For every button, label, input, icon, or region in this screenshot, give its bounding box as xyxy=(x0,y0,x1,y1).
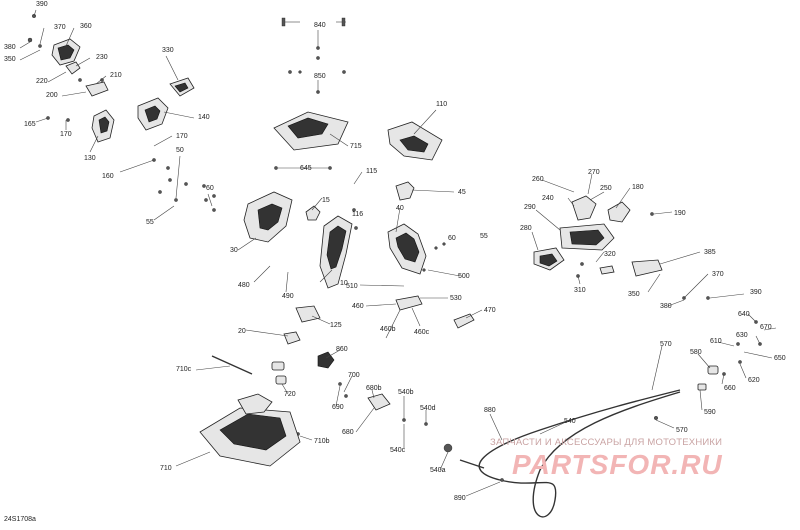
callout-880: 880 xyxy=(484,407,496,414)
callout-250: 250 xyxy=(600,185,612,192)
callout-360: 360 xyxy=(80,23,92,30)
part-drawings xyxy=(27,13,762,518)
callout-890: 890 xyxy=(454,495,466,502)
callout-390: 390 xyxy=(36,1,48,8)
callout-130: 130 xyxy=(84,155,96,162)
callout-140: 140 xyxy=(198,114,210,121)
callout-370: 370 xyxy=(712,271,724,278)
callout-240: 240 xyxy=(542,195,554,202)
callout-385: 385 xyxy=(704,249,716,256)
callout-540a: 540a xyxy=(430,467,446,474)
callout-230: 230 xyxy=(96,54,108,61)
callout-460: 460 xyxy=(352,303,364,310)
callout-350: 350 xyxy=(4,56,16,63)
callout-200: 200 xyxy=(46,92,58,99)
callout-640: 640 xyxy=(738,311,750,318)
callout-10: 10 xyxy=(340,280,348,287)
callout-60: 60 xyxy=(206,185,214,192)
callout-540c: 540c xyxy=(390,447,406,454)
callout-330: 330 xyxy=(162,47,174,54)
callout-45: 45 xyxy=(458,189,466,196)
callout-190: 190 xyxy=(674,210,686,217)
callout-700: 700 xyxy=(348,372,360,379)
callout-710: 710 xyxy=(160,465,172,472)
callout-645: 645 xyxy=(300,165,312,172)
callout-110: 110 xyxy=(436,101,447,108)
callout-500: 500 xyxy=(458,273,470,280)
watermark-logo: PARTSFOR.RU xyxy=(512,449,723,480)
callout-380: 380 xyxy=(660,303,672,310)
callout-50: 50 xyxy=(176,147,184,154)
callout-160: 160 xyxy=(102,173,114,180)
callout-590: 590 xyxy=(704,409,716,416)
callout-15: 15 xyxy=(322,197,330,204)
callout-310: 310 xyxy=(574,287,586,294)
callout-680b: 680b xyxy=(366,385,382,392)
callout-290: 290 xyxy=(524,204,536,211)
callout-170: 170 xyxy=(176,133,188,140)
callout-370: 370 xyxy=(54,24,66,31)
callout-570: 570 xyxy=(676,427,688,434)
callout-350: 350 xyxy=(628,291,640,298)
callout-690: 690 xyxy=(332,404,344,411)
callout-170: 170 xyxy=(60,131,72,138)
callout-55: 55 xyxy=(480,233,488,240)
callout-630: 630 xyxy=(736,332,748,339)
callout-380: 380 xyxy=(4,44,16,51)
callout-715: 715 xyxy=(350,143,362,150)
callout-480: 480 xyxy=(238,282,250,289)
callout-720: 720 xyxy=(284,391,296,398)
callout-540b: 540b xyxy=(398,389,414,396)
callout-40: 40 xyxy=(396,205,404,212)
callout-220: 220 xyxy=(36,78,48,85)
callout-460c: 460c xyxy=(414,329,430,336)
callout-116: 116 xyxy=(352,211,363,218)
callout-680: 680 xyxy=(342,429,354,436)
callout-710b: 710b xyxy=(314,438,330,445)
callout-470: 470 xyxy=(484,307,496,314)
callout-670: 670 xyxy=(760,324,772,331)
callout-710c: 710c xyxy=(176,366,192,373)
callout-30: 30 xyxy=(230,247,238,254)
callout-460b: 460b xyxy=(380,326,396,333)
callout-570: 570 xyxy=(660,341,672,348)
watermark-caption: ЗАПЧАСТИ И АКСЕССУАРЫ ДЛЯ МОТОТЕХНИКИ xyxy=(490,437,723,448)
callout-115: 115 xyxy=(366,168,377,175)
callout-660: 660 xyxy=(724,385,736,392)
callout-labels: 390 370 360 380 350 230 220 210 200 330 140 165 170 1… xyxy=(4,1,786,502)
callout-650: 650 xyxy=(774,355,786,362)
callout-490: 490 xyxy=(282,293,294,300)
callout-280: 280 xyxy=(520,225,532,232)
callout-165: 165 xyxy=(24,121,36,128)
callout-540: 540 xyxy=(564,418,576,425)
callout-60: 60 xyxy=(448,235,456,242)
callout-530: 530 xyxy=(450,295,462,302)
callout-620: 620 xyxy=(748,377,760,384)
callout-125: 125 xyxy=(330,322,342,329)
callout-610: 610 xyxy=(710,338,722,345)
callout-390: 390 xyxy=(750,289,762,296)
callout-850: 850 xyxy=(314,73,326,80)
callout-860: 860 xyxy=(336,346,348,353)
callout-580: 580 xyxy=(690,349,702,356)
callout-55: 55 xyxy=(146,219,154,226)
callout-510: 510 xyxy=(346,283,358,290)
diagram-reference: 24S1708a xyxy=(4,516,36,523)
leader-lines xyxy=(19,9,777,497)
callout-320: 320 xyxy=(604,251,616,258)
callout-260: 260 xyxy=(532,176,544,183)
callout-20: 20 xyxy=(238,328,246,335)
callout-210: 210 xyxy=(110,72,122,79)
callout-270: 270 xyxy=(588,169,600,176)
callout-540d: 540d xyxy=(420,405,436,412)
callout-180: 180 xyxy=(632,184,644,191)
callout-840: 840 xyxy=(314,22,326,29)
